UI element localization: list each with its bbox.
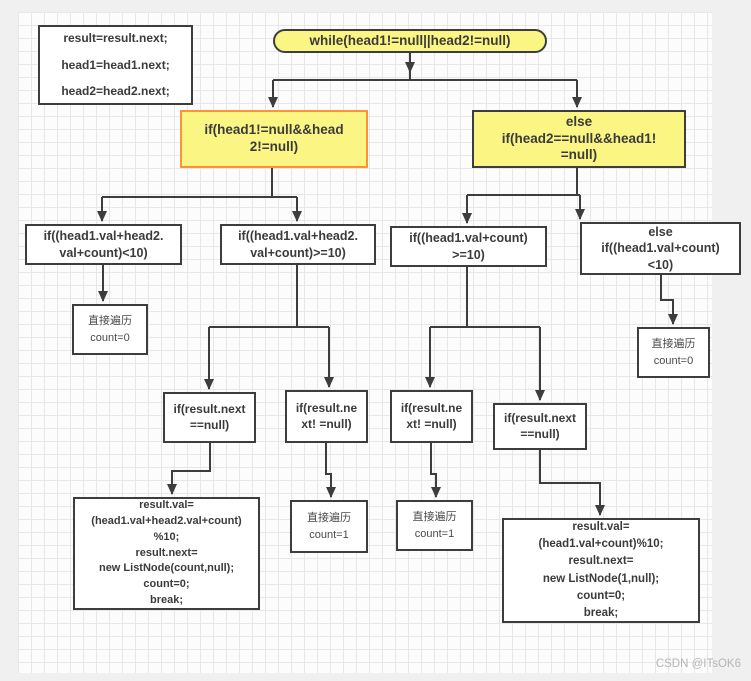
node-if-result-next-not-null-right: if(result.ne xt! =null)	[390, 390, 473, 443]
node-traverse-count0-left: 直接遍历 count=0	[72, 304, 148, 355]
edge-nexteq-to-sum-block	[167, 443, 211, 495]
node-assign-head1-block: result.val= (head1.val+count)%10; result…	[502, 518, 700, 623]
node-if-head1-ge-10: if((head1.val+count) >=10)	[390, 226, 547, 267]
node-traverse-count0-right: 直接遍历 count=0	[637, 327, 710, 378]
node-advance-pointers-note: result=result.next; head1=head1.next; he…	[38, 25, 193, 105]
node-traverse-count1-left: 直接遍历 count=1	[290, 500, 368, 553]
edge-head1ge10-to-next-checks	[425, 267, 545, 401]
node-if-result-next-null-right: if(result.next ==null)	[493, 403, 587, 450]
node-if-sum-ge-10: if((head1.val+head2. val+count)>=10)	[220, 224, 376, 265]
node-assign-sum-block: result.val= (head1.val+head2.val+count) …	[73, 497, 260, 610]
edge-nextne-to-traverse1-right	[430, 443, 441, 498]
node-while-condition: while(head1!=null||head2!=null)	[273, 29, 547, 53]
edge-ifboth-to-sum-branches	[97, 168, 302, 222]
node-traverse-count1-right: 直接遍历 count=1	[396, 500, 473, 551]
edge-nextne-to-traverse1-left	[325, 443, 336, 498]
csdn-watermark: CSDN @ITsOK6	[655, 658, 741, 670]
node-if-result-next-not-null-left: if(result.ne xt! =null)	[285, 390, 368, 443]
edge-nexteq-to-head1-block	[539, 450, 605, 516]
edge-sumge10-to-next-checks	[204, 265, 334, 390]
node-else-if-head1-lt-10: else if((head1.val+count) <10)	[580, 222, 741, 275]
node-else-if-head2-null: else if(head2==null&&head1! =null)	[472, 110, 686, 168]
node-if-result-next-null-left: if(result.next ==null)	[163, 392, 256, 443]
node-if-sum-lt-10: if((head1.val+head2. val+count)<10)	[25, 224, 182, 265]
node-if-both-not-null: if(head1!=null&&head 2!=null)	[180, 110, 368, 168]
edge-while-to-branches	[268, 53, 582, 108]
edge-head1lt10-to-traverse0	[660, 275, 678, 325]
edge-else-to-head1-branches	[462, 168, 585, 224]
